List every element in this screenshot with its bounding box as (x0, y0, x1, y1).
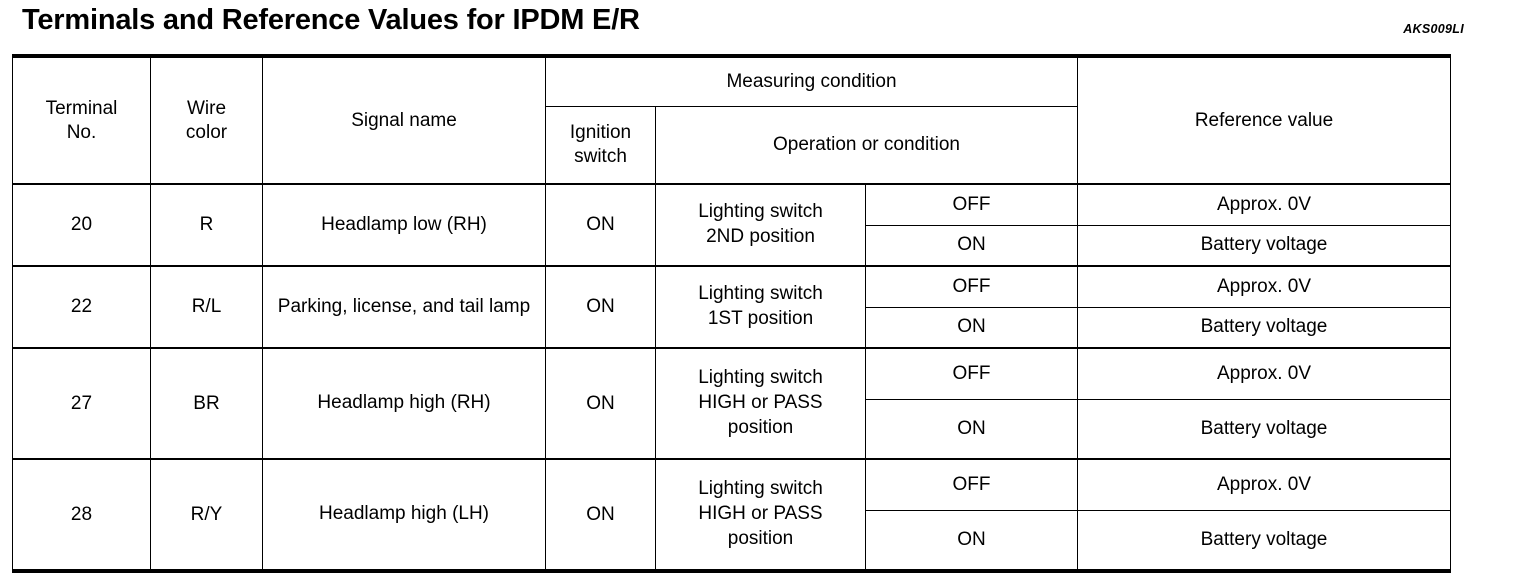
operation-condition-line: Lighting switch (698, 283, 823, 305)
table-body: 20 R Headlamp low (RH) ON Lighting switc… (12, 183, 1451, 572)
ignition-switch-line-2: switch (574, 146, 627, 167)
cell-reference-value: Approx. 0V (1077, 347, 1451, 400)
operation-condition-line: 2ND position (706, 226, 815, 247)
table-row: ON Battery voltage (13, 224, 1451, 267)
cell-signal-name: Headlamp high (LH) (262, 458, 546, 572)
operation-condition-line: Lighting switch (698, 367, 823, 389)
cell-operation-condition: Lighting switch 2ND position (655, 183, 866, 267)
column-header-operation-or-condition: Operation or condition (655, 106, 1078, 185)
cell-state: ON (865, 224, 1078, 267)
terminals-reference-table: Terminal No. Wire color Signal name Meas… (12, 54, 1451, 573)
cell-signal-name: Headlamp high (RH) (262, 347, 546, 460)
document-code: AKS009LI (1403, 22, 1464, 36)
cell-operation-condition: Lighting switch HIGH or PASS position (655, 458, 866, 572)
cell-terminal-no: 28 (12, 458, 151, 572)
cell-signal-name: Parking, license, and tail lamp (262, 265, 546, 349)
table-row: ON Battery voltage (13, 306, 1451, 349)
cell-reference-value: Approx. 0V (1077, 265, 1451, 308)
cell-wire-color: R (150, 183, 263, 267)
column-header-reference-value: Reference value (1077, 56, 1451, 185)
wire-color-line-2: color (185, 121, 228, 143)
cell-operation-condition: Lighting switch HIGH or PASS position (655, 347, 866, 460)
operation-condition-line: HIGH or PASS (698, 392, 823, 414)
cell-reference-value: Battery voltage (1077, 510, 1451, 571)
cell-wire-color: R/Y (150, 458, 263, 572)
cell-state: ON (865, 510, 1078, 571)
operation-condition-line: 1ST position (707, 308, 814, 329)
column-header-measuring-condition: Measuring condition (545, 56, 1078, 107)
header-row-bottom: Ignition switch Operation or condition (13, 106, 1451, 185)
ignition-switch-line-1: Ignition (569, 122, 632, 144)
column-header-wire-color: Wire color (150, 56, 263, 185)
cell-ignition-switch: ON (545, 458, 656, 572)
table-row: ON Battery voltage (13, 399, 1451, 460)
column-header-terminal-no: Terminal No. (12, 56, 151, 185)
cell-reference-value: Approx. 0V (1077, 458, 1451, 511)
cell-state: OFF (865, 458, 1078, 511)
header-row-top: Terminal No. Wire color Signal name Meas… (12, 56, 1451, 185)
cell-ignition-switch: ON (545, 347, 656, 460)
cell-reference-value: Battery voltage (1077, 224, 1451, 267)
table-row: 27 BR Headlamp high (RH) ON Lighting swi… (12, 347, 1451, 460)
table-row: 28 R/Y Headlamp high (LH) ON Lighting sw… (12, 458, 1451, 572)
cell-state: ON (865, 399, 1078, 460)
terminal-no-line-2: No. (66, 121, 97, 143)
title-bar: Terminals and Reference Values for IPDM … (0, 0, 1520, 50)
table-row: 20 R Headlamp low (RH) ON Lighting switc… (12, 183, 1451, 267)
cell-reference-value: Approx. 0V (1077, 183, 1451, 226)
table-row: 22 R/L Parking, license, and tail lamp O… (12, 265, 1451, 349)
operation-condition-line: HIGH or PASS (698, 503, 823, 525)
cell-state: OFF (865, 183, 1078, 226)
table-header: Terminal No. Wire color Signal name Meas… (12, 56, 1451, 185)
cell-state: OFF (865, 347, 1078, 400)
cell-wire-color: R/L (150, 265, 263, 349)
terminal-no-line-1: Terminal (45, 97, 118, 119)
cell-wire-color: BR (150, 347, 263, 460)
operation-condition-line: position (727, 416, 794, 438)
wire-color-line-1: Wire (186, 97, 227, 119)
cell-state: OFF (865, 265, 1078, 308)
table-row: ON Battery voltage (13, 510, 1451, 571)
cell-terminal-no: 27 (12, 347, 151, 460)
column-header-ignition-switch: Ignition switch (545, 106, 656, 185)
operation-condition-line: position (727, 527, 794, 549)
cell-terminal-no: 20 (12, 183, 151, 267)
cell-ignition-switch: ON (545, 183, 656, 267)
cell-terminal-no: 22 (12, 265, 151, 349)
page-title: Terminals and Reference Values for IPDM … (22, 4, 640, 36)
operation-condition-line: Lighting switch (698, 478, 823, 500)
cell-state: ON (865, 306, 1078, 349)
operation-condition-line: Lighting switch (698, 201, 823, 223)
terminals-table-container: Terminal No. Wire color Signal name Meas… (12, 54, 1451, 573)
cell-reference-value: Battery voltage (1077, 306, 1451, 349)
cell-operation-condition: Lighting switch 1ST position (655, 265, 866, 349)
cell-ignition-switch: ON (545, 265, 656, 349)
cell-reference-value: Battery voltage (1077, 399, 1451, 460)
column-header-signal-name: Signal name (262, 56, 546, 185)
cell-signal-name: Headlamp low (RH) (262, 183, 546, 267)
